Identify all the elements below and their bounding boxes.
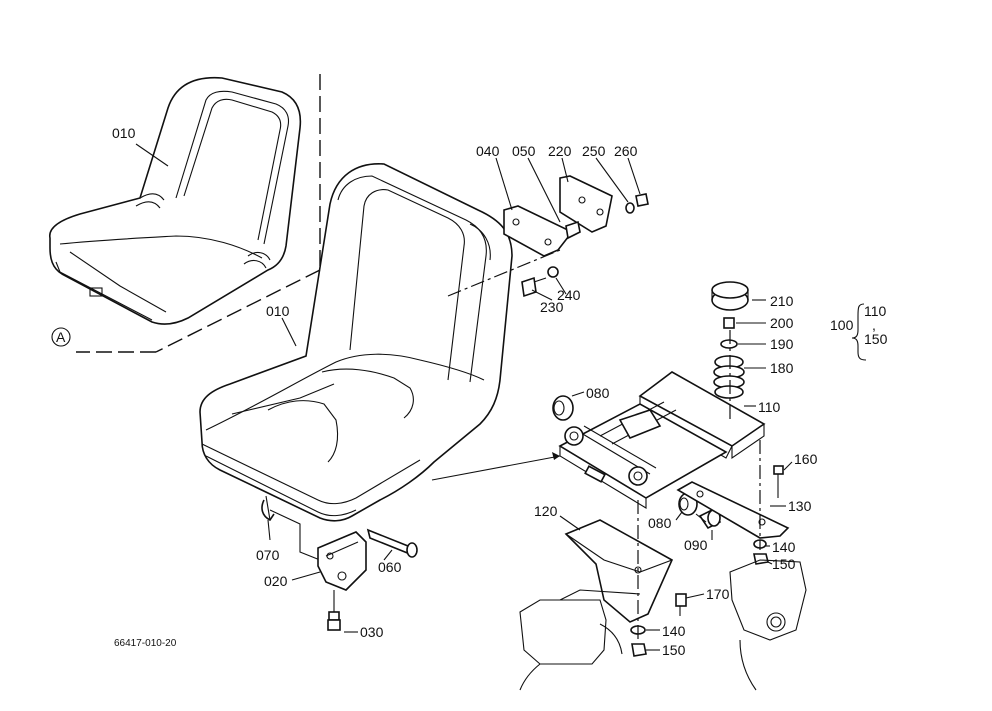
label-150-bottom: 150	[662, 642, 686, 658]
label-190: 190	[770, 336, 794, 352]
washer-190	[720, 339, 738, 349]
view-marker-a: A	[51, 327, 71, 347]
label-group-100: 100	[830, 317, 854, 333]
label-200: 200	[770, 315, 794, 331]
label-080-bottom: 080	[648, 515, 672, 531]
label-group-member-110: 110	[864, 303, 887, 319]
label-010-main: 010	[266, 303, 290, 319]
label-180: 180	[770, 360, 794, 376]
pin-060	[366, 528, 418, 558]
mounting-bracket-120	[564, 519, 674, 623]
label-110: 110	[758, 399, 781, 415]
clip-070	[261, 495, 275, 522]
bolt-160	[773, 465, 784, 498]
spring-180	[713, 355, 745, 399]
label-230: 230	[540, 299, 564, 315]
part-labels: 010 010 040 050 220 250 260 240 230 210 …	[112, 125, 888, 658]
bolt-170	[675, 593, 687, 616]
assembly-link-arrow	[552, 452, 560, 460]
bolt-030	[327, 590, 341, 631]
view-marker-a-label: A	[56, 329, 66, 345]
nut-150-right	[753, 553, 769, 565]
label-120: 120	[534, 503, 558, 519]
label-010-top: 010	[112, 125, 136, 141]
label-090: 090	[684, 537, 708, 553]
label-130: 130	[788, 498, 812, 514]
label-030: 030	[360, 624, 384, 640]
hinge-bracket-020	[269, 509, 367, 591]
nut-150-bottom	[631, 643, 647, 657]
label-240: 240	[557, 287, 581, 303]
seat-suspension-base-110	[558, 371, 766, 509]
label-070: 070	[256, 547, 280, 563]
alignment-line-top	[447, 249, 561, 297]
label-group-tilde: ,	[872, 317, 876, 333]
collar-090	[698, 508, 722, 530]
drawing-number: 66417-010-20	[114, 638, 177, 649]
leader-lines	[135, 143, 867, 651]
label-060: 060	[378, 559, 402, 575]
chassis-frame	[519, 559, 807, 691]
view-boundary-horizontal	[155, 269, 321, 353]
label-250: 250	[582, 143, 606, 159]
roller-080-top	[552, 395, 574, 421]
label-220: 220	[548, 143, 572, 159]
label-140-right: 140	[772, 539, 796, 555]
label-group-member-150: 150	[864, 331, 888, 347]
label-040: 040	[476, 143, 500, 159]
label-260: 260	[614, 143, 638, 159]
label-160: 160	[794, 451, 818, 467]
small-seat-view-a	[49, 76, 302, 325]
label-020: 020	[264, 573, 288, 589]
label-170: 170	[706, 586, 730, 602]
label-140-bottom: 140	[662, 623, 686, 639]
damper-cap-210	[711, 281, 749, 311]
label-050: 050	[512, 143, 536, 159]
label-080-top: 080	[586, 385, 610, 401]
bolt-200	[723, 317, 735, 329]
assembly-link-line	[431, 455, 561, 481]
label-210: 210	[770, 293, 794, 309]
label-150-right: 150	[772, 556, 796, 572]
main-seat	[199, 163, 513, 522]
top-bracket-assembly	[503, 175, 649, 298]
